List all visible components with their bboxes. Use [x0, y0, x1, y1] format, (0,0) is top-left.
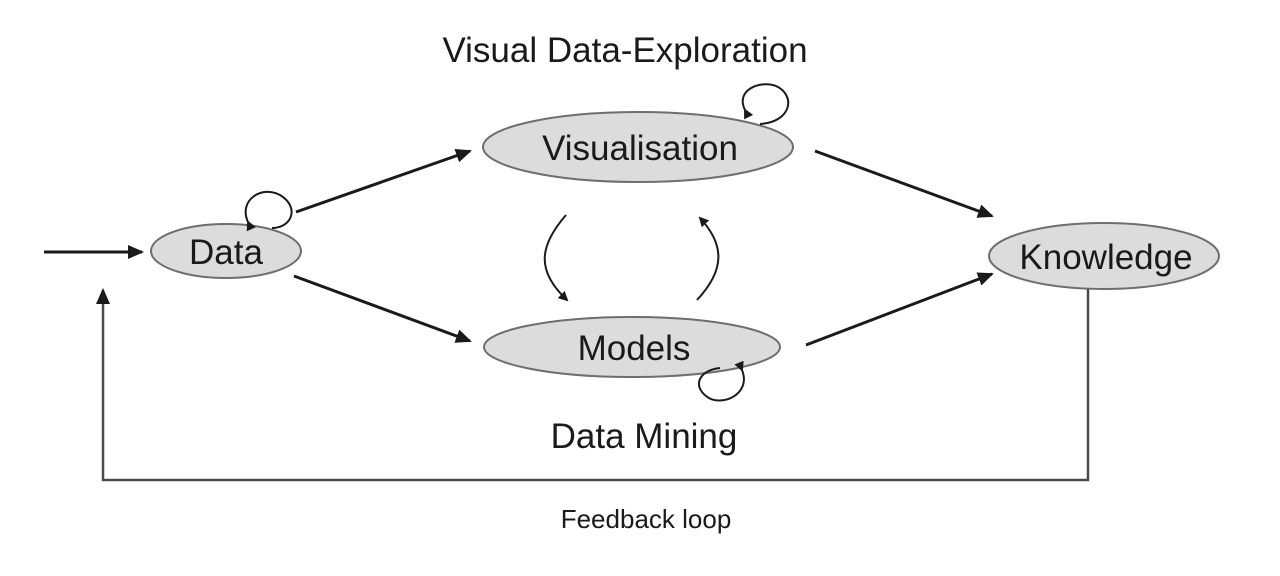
- data-mining-title: Data Mining: [551, 417, 738, 456]
- node-knowledge-label: Knowledge: [1019, 238, 1192, 277]
- visualisation-to-models-arrow: [543, 214, 569, 302]
- node-knowledge: Knowledge: [988, 222, 1220, 290]
- node-models: Models: [483, 316, 781, 378]
- node-data: Data: [150, 223, 302, 279]
- node-models-shape: [483, 316, 781, 378]
- feedback-loop-line: [96, 288, 1090, 482]
- node-knowledge-shape: [988, 222, 1220, 290]
- node-data-label: Data: [189, 233, 263, 272]
- visualisation-to-knowledge-arrow: [814, 149, 994, 218]
- feedback-loop-label: Feedback loop: [561, 504, 732, 534]
- node-models-label: Models: [578, 329, 691, 368]
- data-to-visualisation-arrow: [295, 149, 472, 214]
- models-self-loop: [698, 360, 745, 402]
- data-self-loop: [244, 190, 293, 232]
- visualisation-self-loop: [741, 83, 790, 125]
- node-visualisation: Visualisation: [482, 111, 794, 183]
- node-visualisation-label: Visualisation: [542, 129, 738, 168]
- models-to-visualisation-arrow: [696, 216, 720, 301]
- node-visualisation-shape: [482, 111, 794, 183]
- data-to-models-arrow: [293, 274, 472, 343]
- node-data-shape: [150, 223, 302, 279]
- visual-data-exploration-title: Visual Data-Exploration: [442, 31, 807, 70]
- models-to-knowledge-arrow: [805, 272, 994, 347]
